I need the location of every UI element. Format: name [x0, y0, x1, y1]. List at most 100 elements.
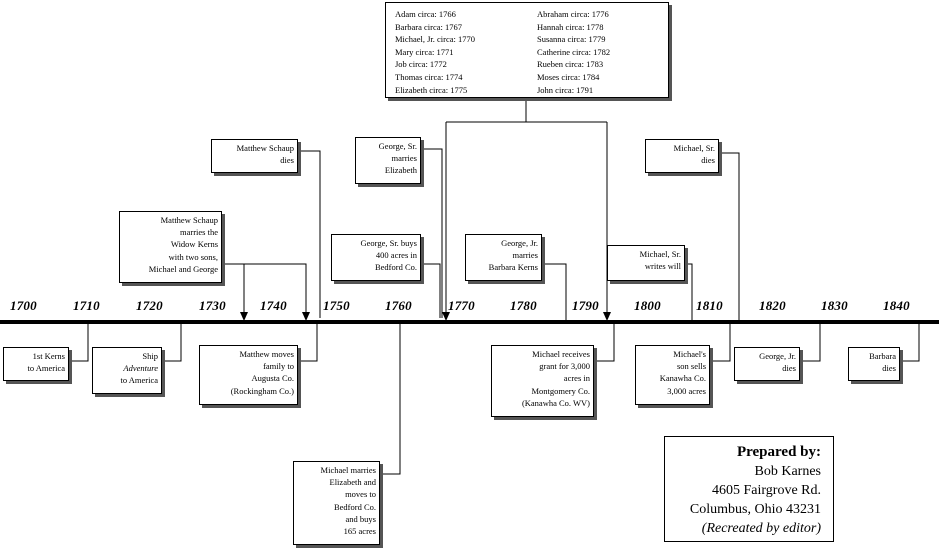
event-text: with two sons, — [168, 251, 218, 262]
child-entry: Adam circa: 1766 — [395, 9, 456, 19]
event-barbara-dies: Barbara dies — [848, 347, 900, 381]
child-entry: Susanna circa: 1779 — [537, 34, 606, 45]
event-text: moves to — [345, 489, 376, 500]
event-text: son sells — [676, 361, 706, 372]
author-city: Columbus, Ohio 43231 — [689, 502, 821, 517]
prepared-by-box: Prepared by: Bob Karnes 4605 Fairgrove R… — [664, 436, 834, 542]
event-text: (Kanawha Co. WV) — [521, 397, 590, 408]
author-name: Bob Karnes — [754, 464, 822, 479]
event-text: Ship — [142, 351, 158, 361]
event-text: Michael receives — [532, 349, 590, 359]
recreated-note: (Recreated by editor) — [701, 521, 821, 536]
event-ship-adventure: Ship Adventure to America — [92, 347, 162, 394]
event-text: to America — [120, 375, 158, 386]
child-entry: Rueben circa: 1783 — [537, 59, 604, 70]
event-text: Michael marries — [320, 465, 376, 475]
event-text: family to — [263, 361, 294, 372]
event-text: Adventure — [123, 363, 158, 374]
event-text: Michael and George — [148, 263, 218, 274]
event-text: Augusta Co. — [251, 373, 295, 384]
event-text: 3,000 acres — [667, 385, 706, 396]
child-entry: Michael, Jr. circa: 1770 — [395, 34, 476, 45]
event-text: dies — [280, 155, 294, 166]
year-label: 1720 — [136, 298, 163, 313]
event-george-sr-buys: George, Sr. buys 400 acres in Bedford Co… — [331, 234, 421, 281]
event-text: George, Sr. — [378, 141, 417, 151]
child-entry: Abraham circa: 1776 — [537, 9, 609, 19]
child-entry: Job circa: 1772 — [395, 59, 447, 70]
event-matthew-dies: Matthew Schaup dies — [211, 139, 298, 173]
event-text: George, Jr. — [501, 238, 538, 248]
event-text: Elizabeth — [384, 165, 417, 176]
year-label: 1830 — [821, 298, 848, 313]
event-text: Matthew moves — [239, 349, 294, 359]
event-text: 400 acres in — [375, 250, 417, 261]
event-text: Barbara Kerns — [488, 262, 538, 273]
child-entry: Barbara circa: 1767 — [395, 21, 463, 32]
event-text: dies — [701, 155, 715, 166]
event-text: 165 acres — [343, 526, 376, 537]
event-text: (Rockingham Co.) — [230, 385, 294, 396]
event-text: Widow Kerns — [170, 239, 218, 250]
timeline-axis — [0, 320, 939, 324]
event-text: Matthew Schaup — [160, 215, 218, 225]
child-entry: Catherine circa: 1782 — [537, 46, 611, 57]
event-george-sr-marries: George, Sr. marries Elizabeth — [355, 137, 421, 184]
event-george-jr-marries: George, Jr. marries Barbara Kerns — [465, 234, 542, 281]
event-text: Matthew Schaup — [236, 143, 294, 153]
event-george-jr-dies: George, Jr. dies — [734, 347, 800, 381]
event-michael-writes-will: Michael, Sr. writes will — [607, 245, 685, 281]
event-michael-marries-bedford: Michael marries Elizabeth and moves to B… — [293, 461, 380, 545]
event-text: George, Jr. — [759, 351, 796, 361]
prepared-by-heading: Prepared by: — [736, 444, 821, 460]
event-text: to America — [27, 363, 65, 374]
event-first-kerns: 1st Kerns to America — [3, 347, 69, 381]
event-son-sells-acres: Michael's son sells Kanawha Co. 3,000 ac… — [635, 345, 710, 405]
child-entry: Mary circa: 1771 — [395, 46, 454, 57]
year-label: 1820 — [759, 298, 786, 313]
event-text: marries — [512, 250, 539, 261]
child-entry: Thomas circa: 1774 — [395, 71, 463, 82]
event-text: Kanawha Co. — [659, 373, 706, 384]
event-matthew-moves: Matthew moves family to Augusta Co. (Roc… — [199, 345, 298, 405]
year-label: 1700 — [10, 298, 37, 313]
event-text: writes will — [644, 261, 681, 272]
year-label: 1790 — [572, 298, 599, 313]
event-text: Bedford Co. — [333, 501, 376, 512]
event-text: Barbara — [869, 351, 896, 361]
year-label: 1780 — [510, 298, 537, 313]
year-label: 1710 — [73, 298, 100, 313]
year-label: 1800 — [634, 298, 661, 313]
year-label: 1760 — [385, 298, 412, 313]
event-text: Michael's — [673, 349, 706, 359]
event-text: marries the — [180, 227, 218, 238]
children-list-box: Adam circa: 1766 Barbara circa: 1767 Mic… — [385, 2, 669, 98]
child-entry: Elizabeth circa: 1775 — [395, 84, 468, 95]
event-text: dies — [782, 363, 796, 374]
year-label: 1750 — [323, 298, 350, 313]
author-street: 4605 Fairgrove Rd. — [711, 483, 821, 498]
children-column-right: Abraham circa: 1776 Hannah circa: 1778 S… — [537, 8, 610, 96]
event-text: acres in — [563, 373, 590, 384]
event-text: marries — [391, 153, 418, 164]
event-text: Michael, Sr. — [639, 249, 681, 259]
event-text: Elizabeth and — [329, 477, 377, 488]
event-text: grant for 3,000 — [539, 361, 590, 372]
children-column-left: Adam circa: 1766 Barbara circa: 1767 Mic… — [395, 8, 475, 96]
child-entry: Hannah circa: 1778 — [537, 21, 604, 32]
event-text: Michael, Sr. — [673, 143, 715, 153]
year-label: 1810 — [696, 298, 723, 313]
child-entry: John circa: 1791 — [537, 84, 594, 95]
event-michael-sr-dies: Michael, Sr. dies — [645, 139, 719, 173]
event-text: dies — [882, 363, 896, 374]
event-michael-grant: Michael receives grant for 3,000 acres i… — [491, 345, 594, 417]
year-label: 1740 — [260, 298, 287, 313]
event-text: Montgomery Co. — [531, 385, 590, 396]
year-label: 1840 — [883, 298, 910, 313]
event-matthew-marries: Matthew Schaup marries the Widow Kerns w… — [119, 211, 222, 283]
event-text: and buys — [345, 513, 376, 524]
event-text: 1st Kerns — [32, 351, 65, 361]
child-entry: Moses circa: 1784 — [537, 71, 600, 82]
event-text: George, Sr. buys — [360, 238, 417, 248]
